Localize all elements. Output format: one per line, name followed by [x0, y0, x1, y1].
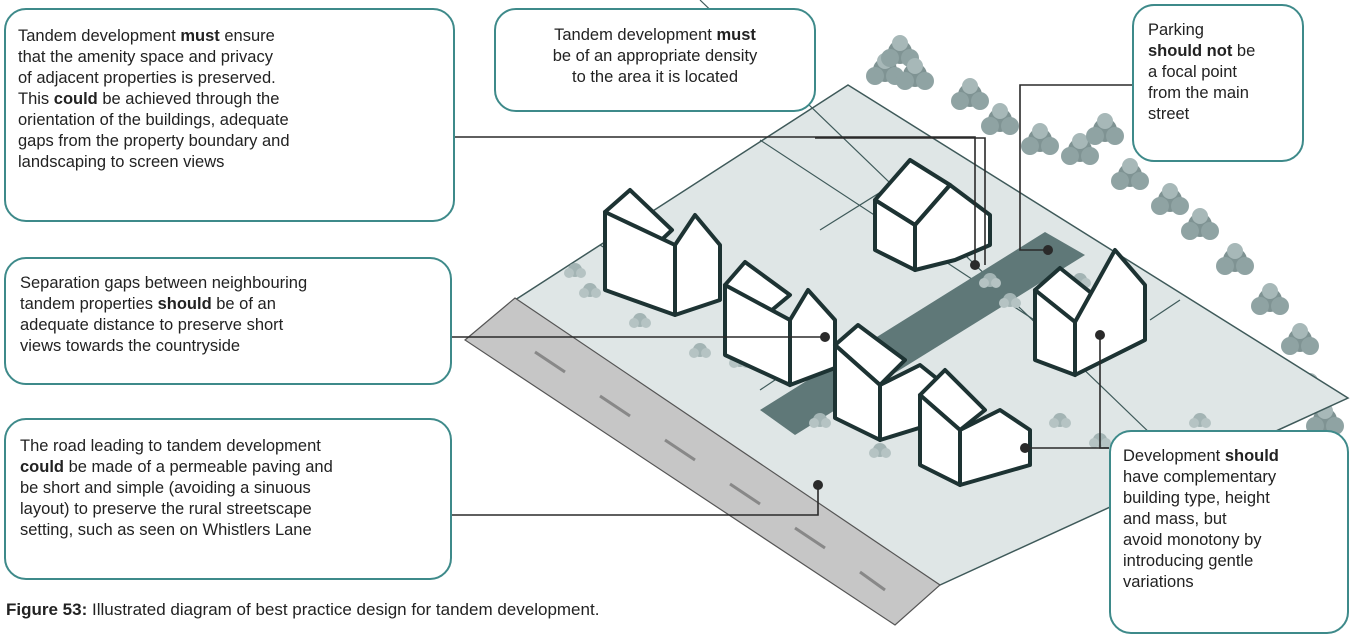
callout-line: from the main	[1148, 84, 1249, 102]
callout-line: should not be	[1148, 42, 1256, 60]
callout-line: building type, height	[1123, 489, 1270, 507]
leader-lines	[452, 84, 1132, 516]
callout-line: have complementary	[1123, 468, 1277, 486]
callout-line: layout) to preserve the rural streetscap…	[20, 500, 312, 518]
callout-line: and mass, but	[1123, 510, 1227, 528]
callout-line: street	[1148, 105, 1190, 123]
callout-line: Parking	[1148, 21, 1204, 39]
callout-line: a focal point	[1148, 63, 1237, 81]
figure-label: Figure 53:	[6, 600, 88, 619]
callout-line: The road leading to tandem development	[20, 437, 321, 455]
callout-line: of adjacent properties is preserved.	[18, 69, 276, 87]
callout-line: landscaping to screen views	[18, 153, 225, 171]
callout-line: This could be achieved through the	[18, 90, 280, 108]
road-callout: The road leading to tandem development c…	[4, 418, 452, 580]
callout-line: views towards the countryside	[20, 337, 241, 355]
house-left	[603, 188, 722, 317]
callout-line: orientation of the buildings, adequate	[18, 111, 289, 129]
house-front	[918, 368, 1032, 487]
callout-line: that the amenity space and privacy	[18, 48, 273, 66]
callout-line: be short and simple (avoiding a sinuous	[20, 479, 311, 497]
road-markings	[534, 350, 886, 592]
leader-dots	[813, 245, 1105, 490]
callout-line: setting, such as seen on Whistlers Lane	[20, 521, 312, 539]
density-callout: Tandem development must be of an appropr…	[494, 8, 816, 112]
callout-line: Tandem development must ensure	[18, 27, 275, 45]
separation-gaps-callout: Separation gaps between neighbouring tan…	[4, 257, 452, 385]
callout-line: avoid monotony by	[1123, 531, 1262, 549]
figure-caption-text: Illustrated diagram of best practice des…	[87, 600, 600, 619]
callout-line: tandem properties should be of an	[20, 295, 276, 313]
development-callout: Development should have complementary bu…	[1109, 430, 1349, 634]
houses	[603, 158, 1147, 487]
callout-line: introducing gentle	[1123, 552, 1254, 570]
callout-line: Tandem development must	[554, 26, 756, 44]
callout-line: adequate distance to preserve short	[20, 316, 284, 334]
parking-callout: Parking should not be a focal point from…	[1132, 4, 1304, 162]
house-right	[1033, 248, 1147, 377]
callout-line: to the area it is located	[571, 68, 738, 86]
callout-line: Development should	[1123, 447, 1279, 465]
callout-line: gaps from the property boundary and	[18, 132, 290, 150]
amenity-privacy-callout: Tandem development must ensure that the …	[4, 8, 455, 222]
callout-line: be of an appropriate density	[552, 47, 758, 65]
callout-line: Separation gaps between neighbouring	[20, 274, 308, 292]
callout-line: could be made of a permeable paving and	[20, 458, 333, 476]
figure-caption: Figure 53: Illustrated diagram of best p…	[6, 600, 599, 620]
callout-line: variations	[1123, 573, 1194, 591]
house-back	[873, 158, 992, 272]
main-road	[463, 297, 941, 626]
